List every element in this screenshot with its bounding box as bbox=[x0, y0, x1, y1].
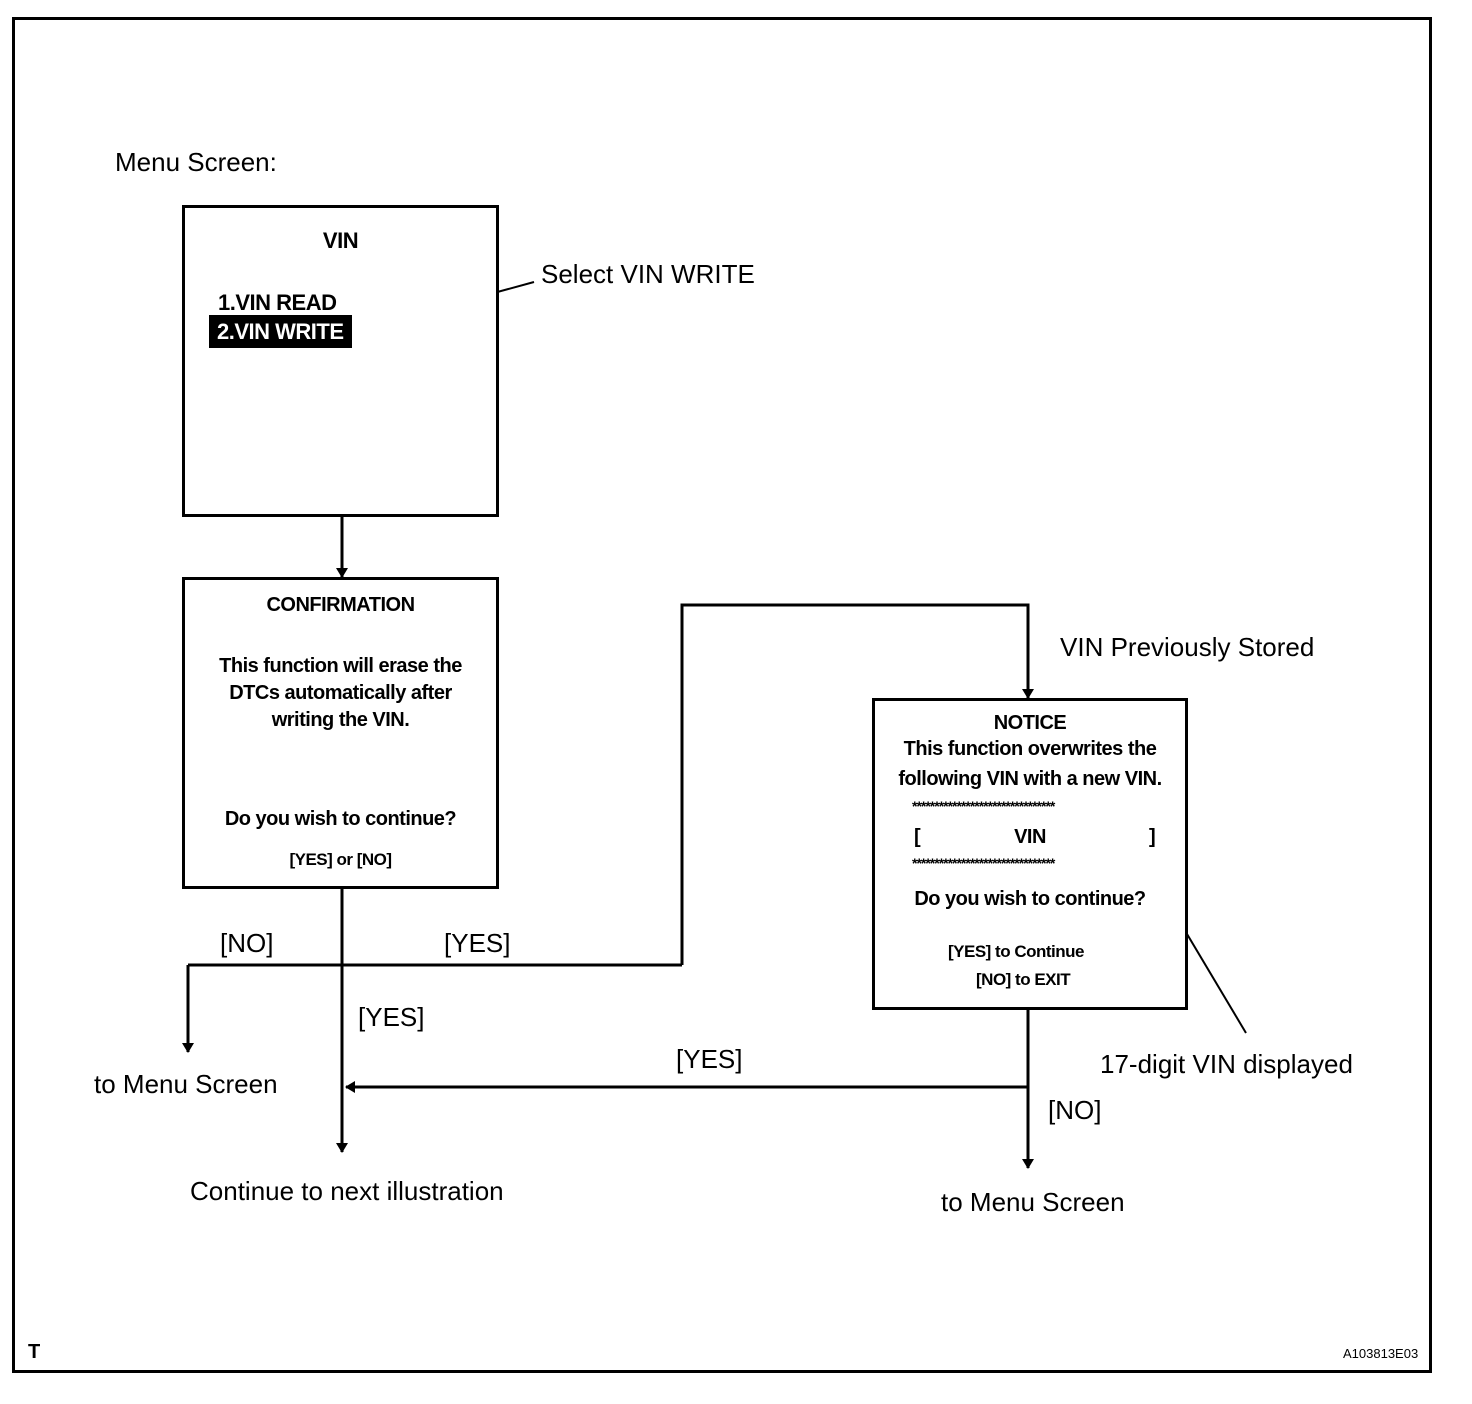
menu-item-vin-read[interactable]: 1.VIN READ bbox=[218, 290, 337, 315]
confirmation-line-1: This function will erase the bbox=[219, 655, 462, 677]
confirmation-question: Do you wish to continue? bbox=[224, 808, 457, 830]
figure-id: A103813E03 bbox=[1343, 1346, 1419, 1361]
notice-stars-top: ******************************** bbox=[912, 798, 1055, 814]
to-menu-screen-right: to Menu Screen bbox=[941, 1187, 1125, 1217]
notice-bracket-open: [ bbox=[914, 826, 921, 848]
continue-next-illustration: Continue to next illustration bbox=[190, 1176, 504, 1206]
notice-title: NOTICE bbox=[993, 712, 1067, 734]
notice-line-1: This function overwrites the bbox=[903, 738, 1157, 760]
confirmation-line-2: DTCs automatically after bbox=[229, 682, 452, 704]
notice-bracket-close: ] bbox=[1149, 826, 1156, 848]
menu-item-vin-write[interactable]: 2.VIN WRITE bbox=[209, 315, 352, 348]
label-no-left: [NO] bbox=[220, 928, 274, 958]
notice-no-option[interactable]: [NO] to EXIT bbox=[976, 970, 1071, 989]
confirmation-line-3: writing the VIN. bbox=[271, 709, 410, 731]
select-vin-write-callout: Select VIN WRITE bbox=[541, 259, 755, 289]
menu-screen-label: Menu Screen: bbox=[115, 147, 277, 177]
notice-question: Do you wish to continue? bbox=[914, 888, 1146, 910]
corner-marker: T bbox=[28, 1341, 40, 1363]
notice-vin: VIN bbox=[1014, 826, 1046, 848]
notice-stars-bottom: ******************************** bbox=[912, 855, 1055, 871]
figure-frame bbox=[12, 17, 1432, 1373]
vin-previously-stored-label: VIN Previously Stored bbox=[1060, 632, 1315, 662]
to-menu-screen-left: to Menu Screen bbox=[94, 1069, 278, 1099]
yes-path-to-notice bbox=[680, 603, 1034, 965]
label-no-right: [NO] bbox=[1048, 1095, 1102, 1125]
vin-screen-title: VIN bbox=[322, 228, 359, 253]
label-yes-branch: [YES] bbox=[444, 928, 511, 958]
vin-displayed-callout: 17-digit VIN displayed bbox=[1100, 1049, 1353, 1079]
notice-yes-option[interactable]: [YES] to Continue bbox=[948, 942, 1084, 961]
vin-menu-screen: VIN 1.VIN READ 2.VIN WRITE bbox=[182, 205, 499, 517]
confirmation-title: CONFIRMATION bbox=[266, 594, 415, 616]
vin-write-highlight: 2.VIN WRITE bbox=[209, 315, 352, 348]
notice-line-2: following VIN with a new VIN. bbox=[898, 768, 1162, 790]
label-yes-return: [YES] bbox=[676, 1044, 743, 1074]
notice-screen: NOTICE This function overwrites the foll… bbox=[872, 698, 1188, 1010]
confirmation-screen: CONFIRMATION This function will erase th… bbox=[182, 577, 499, 889]
label-yes-down: [YES] bbox=[358, 1002, 425, 1032]
confirmation-options[interactable]: [YES] or [NO] bbox=[289, 850, 392, 869]
